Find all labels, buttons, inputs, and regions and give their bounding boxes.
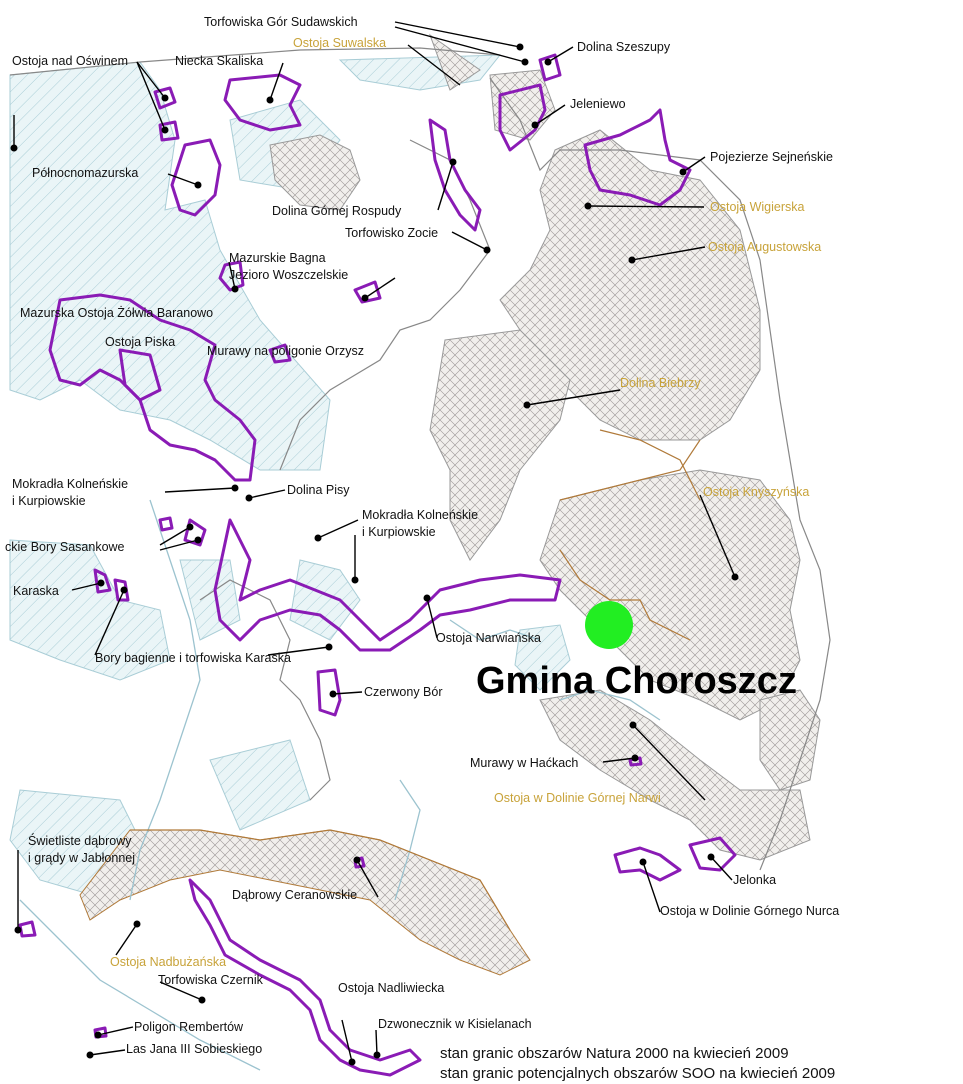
labels: Torfowiska Gór Sudawskich Ostoja Suwalsk…	[5, 15, 839, 1082]
label-torfowiska-czernik: Torfowiska Czernik	[158, 973, 264, 987]
label-ostoja-gornego-nurca: Ostoja w Dolinie Górnego Nurca	[660, 904, 839, 918]
label-swietliste-b: i grądy w Jabłonnej	[28, 851, 135, 865]
label-bory-sasankowe: ckie Bory Sasankowe	[5, 540, 125, 554]
label-mazurska-ostoja: Mazurska Ostoja Żółwia Baranowo	[20, 306, 213, 320]
label-mokradla-1a: Mokradła Kolneńskie	[12, 477, 128, 491]
label-swietliste-a: Świetliste dąbrowy	[28, 833, 132, 848]
label-poligon-rembertow: Poligon Rembertów	[134, 1020, 244, 1034]
brown-boundaries	[130, 429, 701, 931]
label-ostoja-narwianska: Ostoja Narwiańska	[436, 631, 541, 645]
label-dolina-szeszupy: Dolina Szeszupy	[577, 40, 671, 54]
label-ostoja-knyszynska: Ostoja Knyszyńska	[703, 485, 809, 499]
label-mokradla-2b: i Kurpiowskie	[362, 525, 436, 539]
label-polnocnomazurska: Północnomazurska	[32, 166, 138, 180]
label-ostoja-gornej-narwi: Ostoja w Dolinie Górnej Narwi	[494, 791, 661, 805]
soo-areas	[79, 33, 821, 976]
label-bory-bagienne: Bory bagienne i torfowiska Karaska	[95, 651, 291, 665]
label-ostoja-piska: Ostoja Piska	[105, 335, 175, 349]
label-mazurskie-bagna: Mazurskie Bagna	[229, 251, 326, 265]
label-murawy-hackach: Murawy w Haćkach	[470, 756, 578, 770]
title-gmina-choroszcz: Gmina Choroszcz	[476, 660, 797, 702]
label-ostoja-nadbuzanska: Ostoja Nadbużańska	[110, 955, 226, 969]
label-dolina-gornej-rospudy: Dolina Górnej Rospudy	[272, 204, 402, 218]
caption-natura: stan granic obszarów Natura 2000 na kwie…	[440, 1045, 789, 1062]
label-dolina-pisy: Dolina Pisy	[287, 483, 350, 497]
label-torfowisko-zocie: Torfowisko Zocie	[345, 226, 438, 240]
label-niecka-skaliska: Niecka Skaliska	[175, 54, 263, 68]
leader-lines	[13, 21, 736, 1063]
label-murawy-orzysz: Murawy na poligonie Orzysz	[207, 344, 364, 358]
label-karaska: Karaska	[13, 584, 59, 598]
caption-soo: stan granic potencjalnych obszarów SOO n…	[440, 1065, 835, 1082]
label-torfowiska-gor-sudawskich: Torfowiska Gór Sudawskich	[204, 15, 358, 29]
label-mokradla-1b: i Kurpiowskie	[12, 494, 86, 508]
label-jelonka: Jelonka	[733, 873, 776, 887]
choroszcz-marker	[585, 601, 633, 649]
label-ostoja-nadliwiecka: Ostoja Nadliwiecka	[338, 981, 444, 995]
label-ostoja-nad-oswinem: Ostoja nad Oświnem	[12, 54, 128, 68]
label-jeleniewo: Jeleniewo	[570, 97, 626, 111]
label-dolina-biebrzy: Dolina Biebrzy	[620, 376, 701, 390]
label-ostoja-wigierska: Ostoja Wigierska	[710, 200, 805, 214]
label-mokradla-2a: Mokradła Kolneńskie	[362, 508, 478, 522]
rivers	[19, 499, 661, 1071]
label-pojezierze-sejnenskie: Pojezierze Sejneńskie	[710, 150, 833, 164]
label-jezioro-woszczelskie: Jezioro Woszczelskie	[229, 268, 348, 282]
label-ostoja-suwalska: Ostoja Suwalska	[293, 36, 386, 50]
label-ostoja-augustowska: Ostoja Augustowska	[708, 240, 821, 254]
label-dabrowy-ceranowskie: Dąbrowy Ceranowskie	[232, 888, 357, 902]
label-las-jana: Las Jana III Sobieskiego	[126, 1042, 262, 1056]
label-czerwony-bor: Czerwony Bór	[364, 685, 443, 699]
label-dzwonecznik: Dzwonecznik w Kisielanach	[378, 1017, 532, 1031]
site-markers	[10, 43, 739, 1066]
